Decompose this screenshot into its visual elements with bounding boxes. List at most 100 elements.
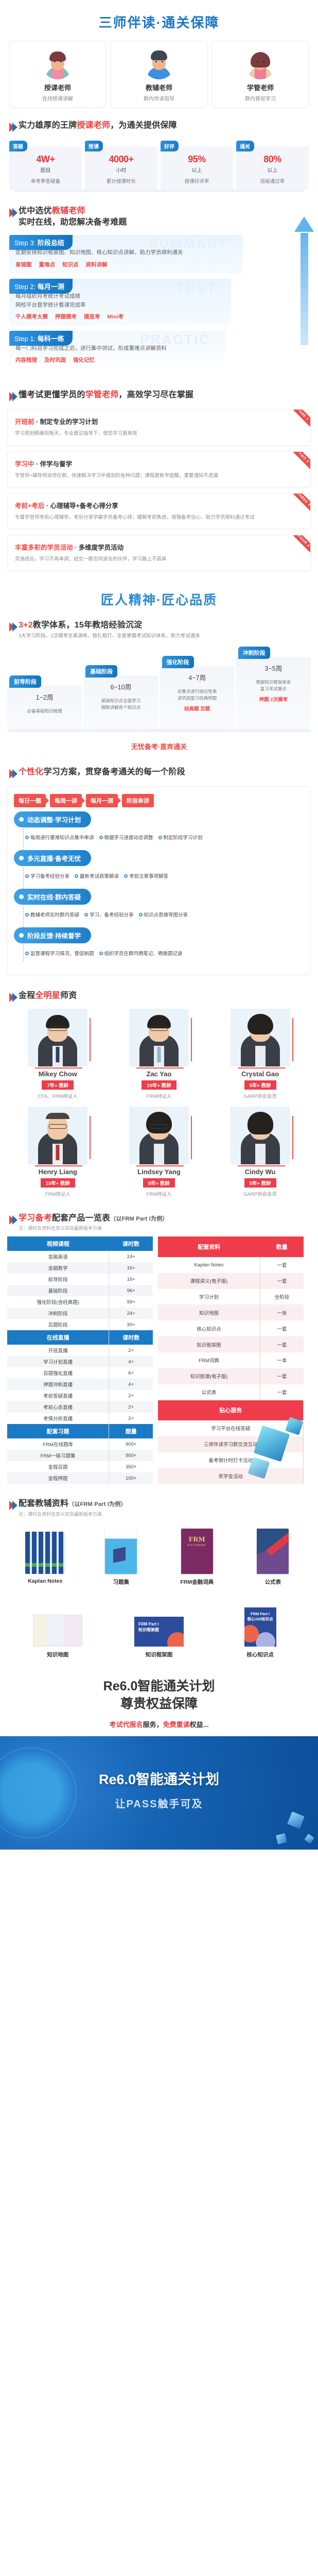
table-row: FRM词典一本 — [158, 1352, 304, 1368]
table-row: 课程讲义(电子版)一套 — [158, 1273, 304, 1289]
step-desc: 每一门科目学习完成之后，进行集中测试，形成重难点讲解资料 — [15, 345, 167, 352]
phase-card: 基础阶段 6~10周基础知识点全面学习 细致讲解各个知识点 — [83, 665, 158, 729]
double-arrow-icon — [9, 621, 19, 633]
faculty-card[interactable]: Cindy Wu 5年+ 教龄 GARP协会会员 — [209, 1106, 311, 1197]
faculty-cert: GARP协会会员 — [243, 1191, 277, 1197]
gear-bullet-icon — [25, 912, 29, 917]
faculty-cert: FRM持证人 — [146, 1191, 172, 1197]
faculty-photo — [129, 1106, 192, 1166]
step-ghost-text: SUMMARY — [149, 236, 228, 252]
timeline-item: 阶段反馈·持续督学 监督课程学习情况、督促刷题 组织学员在群内晒笔记、晒做题记录 — [14, 927, 304, 965]
manager-card[interactable]: FOUR 4 丰富多彩的学员活动 · 多维度学员活动 劳逸结合，学习不再单调；结… — [7, 534, 311, 571]
phase-weeks: 1~2周 — [36, 693, 54, 701]
manager-card[interactable]: THREE 3 考前+考后 · 心理辅导+备考心得分享 专属学管师考前心理辅导，… — [7, 493, 311, 529]
timeline-points: 每周进行重难知识点集中串讲 根据学习进度动态调整 制定阶段学习计划 — [14, 827, 304, 849]
timeline-item: 动态调整·学习计划 每周进行重难知识点集中串讲 根据学习进度动态调整 制定阶段学… — [14, 811, 304, 849]
gear-bullet-icon — [25, 874, 29, 878]
table-note: 注：课时及资料信息以实际最新版本为准 — [19, 1226, 102, 1231]
table-row: 备考倒计时打卡活动 — [158, 1452, 304, 1468]
step-desc: 每月组织月考统计考试成绩 网校平台督学统计看课完成率 — [15, 293, 86, 308]
teacher-role-card[interactable]: 教辅老师 群内伴读指导 — [111, 41, 207, 108]
material-label: Kaplan Notes — [28, 1578, 63, 1585]
formula-sheet-icon — [257, 1529, 289, 1574]
manager-card[interactable]: TWO 2 学习中 · 伴学与督学 学管师+辅导师双师在群，快速解决学习中遇到的… — [7, 451, 311, 487]
manager-card[interactable]: ONE 1 开班前 · 制定专业的学习计划 学习规划精确到每天，专业建议指导下，… — [7, 409, 311, 446]
faculty-photo — [28, 1106, 91, 1166]
faculty-card[interactable]: Henry Liang 15年+ 教龄 FRM持证人 — [7, 1106, 109, 1197]
role-name: 学管老师 — [246, 84, 274, 92]
step-card: PRACTIC Step 1: 每科一练 每一门科目学习完成之后，进行集中测试，… — [9, 331, 225, 369]
plan-chip[interactable]: 每周一讲 — [50, 793, 82, 807]
card-desc: 学管师+辅导师双师在群，快速解决学习中遇到的各种问题；课程更新早提醒，重要通知不… — [15, 472, 219, 479]
role-desc: 群内伴读指导 — [144, 96, 174, 102]
table-row: 学习平台在线答疑 — [158, 1420, 304, 1436]
faculty-card[interactable]: Mikey Chow 7年+ 教龄 CFA、FRM持证人 — [7, 1008, 109, 1099]
gear-bullet-icon — [25, 835, 29, 839]
stat-caption: 累计授课时长 — [106, 179, 136, 184]
phase-desc: 基础知识点全面学习 细致讲解各个知识点 — [101, 698, 141, 710]
phase-card: 强化阶段 4~7周对重点进行结论性串 讲巩固复习经典例题经典题 百题 — [160, 655, 235, 729]
plan-chip[interactable]: 每日一题 — [14, 793, 46, 807]
timeline-points: 教辅老师实时群内答疑 学习、备考经验分享 知识点思维导图分享 — [14, 905, 304, 926]
timeline-dot-icon — [19, 894, 24, 899]
timeline-dot-icon — [19, 933, 24, 938]
materials-note: 注：课时及资料信息以实际最新版本为准 — [19, 1512, 102, 1517]
faculty-photo — [28, 1008, 91, 1069]
phases-heading-text: 3+2教学体系，15年教培经验沉淀 — [19, 621, 143, 630]
phases-heading: 3+2教学体系，15年教培经验沉淀 3大学习阶段，2次模考全真演练，稳扎稳打，全… — [0, 611, 318, 639]
stats-heading-text: 实力雄厚的王牌授课老师，为通关提供保障 — [19, 121, 177, 130]
faculty-cert: FRM持证人 — [146, 1093, 172, 1099]
material-item[interactable]: 公式表 — [235, 1524, 311, 1586]
steps-heading: 优中选优教辅老师实时在线，助您解决备考难题 — [0, 192, 318, 228]
exercise-book-icon — [105, 1529, 137, 1574]
table-row: 知识图谱(电子版)一套 — [158, 1368, 304, 1384]
faculty-card[interactable]: Crystal Gao 5年+ 教龄 GARP协会会员 — [209, 1008, 311, 1099]
faculty-years-badge: 10年+ 教龄 — [142, 1080, 176, 1090]
phases-subtitle: 3大学习阶段，2次模考全真演练，稳扎稳打，全面掌握考试知识体系，助力考试通关 — [19, 633, 200, 639]
faculty-photo — [230, 1106, 293, 1166]
material-item[interactable]: 习题集 — [83, 1524, 160, 1586]
faculty-card[interactable]: Lindsey Yang 8年+ 教龄 FRM持证人 — [109, 1106, 210, 1197]
footer-banner: Re6.0智能通关计划 让PASS触手可及 — [0, 1736, 318, 1850]
stat-card: 答疑 4W+题目单考季答疑量 — [9, 141, 82, 190]
plan-timeline: 动态调整·学习计划 每周进行重难知识点集中串讲 根据学习进度动态调整 制定阶段学… — [14, 811, 304, 965]
faculty-name: Cindy Wu — [244, 1167, 276, 1176]
double-arrow-icon — [9, 1214, 19, 1226]
phases-chart: 前导阶段 1~2周必备基础知识梳理 基础阶段 6~10周基础知识点全面学习 细致… — [0, 639, 318, 729]
stat-unit: 以上 — [191, 168, 202, 174]
plan-chip[interactable]: 每月一测 — [86, 793, 118, 807]
plan-chip[interactable]: 阶段串讲 — [122, 793, 154, 807]
faculty-card[interactable]: Zac Yao 10年+ 教龄 FRM持证人 — [109, 1008, 210, 1099]
material-item[interactable]: 知识地图 — [7, 1597, 109, 1658]
gear-bullet-icon — [99, 951, 103, 955]
plan-heading-text: 个性化学习方案，贯穿备考通关的每一个阶段 — [19, 767, 186, 776]
phase-weeks: 4~7周 — [188, 674, 206, 682]
faculty-cert: CFA、FRM持证人 — [38, 1093, 78, 1099]
step-ghost-text: TEST — [176, 279, 217, 295]
table-subheader-row: 贴心服务 — [158, 1400, 304, 1420]
material-label: FRM金融词典 — [180, 1579, 214, 1586]
material-item[interactable]: Kaplan Notes — [7, 1524, 83, 1586]
card-desc: 专属学管师考前心理辅导，考后分享学霸学员备考心得；缓解考前焦虑，增强备考信心，助… — [15, 514, 255, 520]
double-arrow-icon — [9, 391, 19, 403]
material-image — [235, 1524, 311, 1574]
teacher-role-card[interactable]: 授课老师 在线授课讲解 — [9, 41, 106, 108]
stats-cards: 答疑 4W+题目单考季答疑量 授课 4000+小时累计授课时长 好评 95%以上… — [9, 141, 309, 190]
teacher-role-card[interactable]: 学管老师 群内督促学习 — [212, 41, 309, 108]
material-label: 知识地图 — [47, 1652, 69, 1658]
faculty-name: Lindsey Yang — [137, 1167, 181, 1176]
